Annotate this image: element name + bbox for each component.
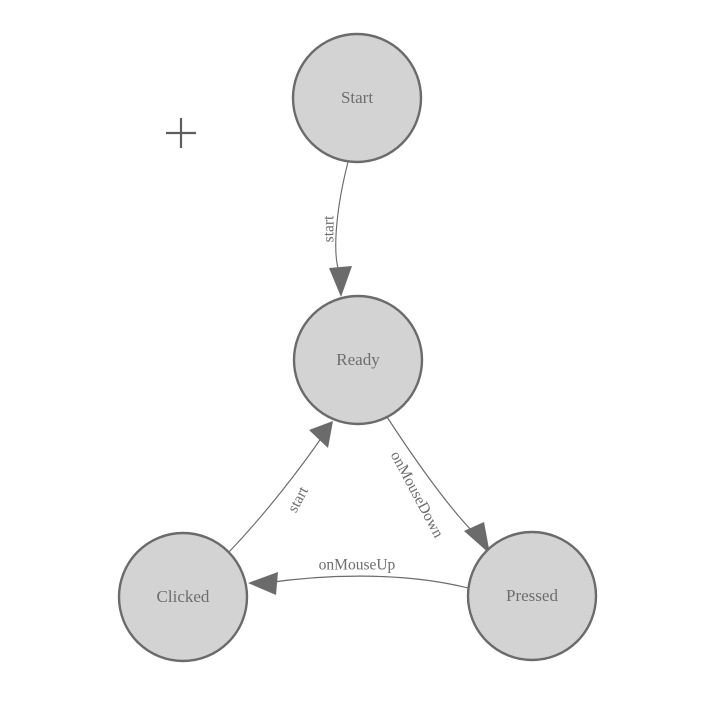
edge-label-clicked-to-ready: start: [284, 483, 312, 515]
edge-path-start-to-ready: [335, 161, 349, 273]
edge-path-ready-to-pressed: [386, 416, 480, 539]
edge-ready-to-pressed[interactable]: onMouseDown: [386, 416, 490, 554]
edge-label-ready-to-pressed: onMouseDown: [387, 448, 447, 541]
node-start[interactable]: Start: [291, 32, 423, 164]
node-circle-start[interactable]: [291, 32, 423, 164]
crosshair-icon: [166, 118, 196, 148]
node-pressed[interactable]: Pressed: [466, 530, 598, 662]
node-circle-pressed[interactable]: [466, 530, 598, 662]
edge-path-clicked-to-ready: [228, 436, 323, 553]
node-label-clicked: Clicked: [157, 587, 210, 606]
edge-pressed-to-clicked[interactable]: onMouseUp: [248, 557, 469, 595]
arrowhead-ready-to-pressed: [464, 522, 490, 554]
edge-start-to-ready[interactable]: start: [321, 161, 352, 297]
edge-clicked-to-ready[interactable]: start: [228, 421, 333, 553]
node-label-start: Start: [341, 88, 373, 107]
edge-label-pressed-to-clicked: onMouseUp: [319, 557, 396, 574]
node-label-ready: Ready: [336, 350, 380, 369]
edge-label-start-to-ready: start: [321, 215, 338, 242]
node-clicked[interactable]: Clicked: [117, 531, 249, 663]
node-ready[interactable]: Ready: [292, 294, 424, 426]
node-circle-clicked[interactable]: [117, 531, 249, 663]
node-circle-ready[interactable]: [292, 294, 424, 426]
edge-path-pressed-to-clicked: [265, 575, 469, 589]
arrowhead-clicked-to-ready: [309, 421, 333, 448]
arrowhead-start-to-ready: [329, 266, 352, 297]
node-label-pressed: Pressed: [506, 586, 558, 605]
arrowhead-pressed-to-clicked: [248, 572, 278, 595]
